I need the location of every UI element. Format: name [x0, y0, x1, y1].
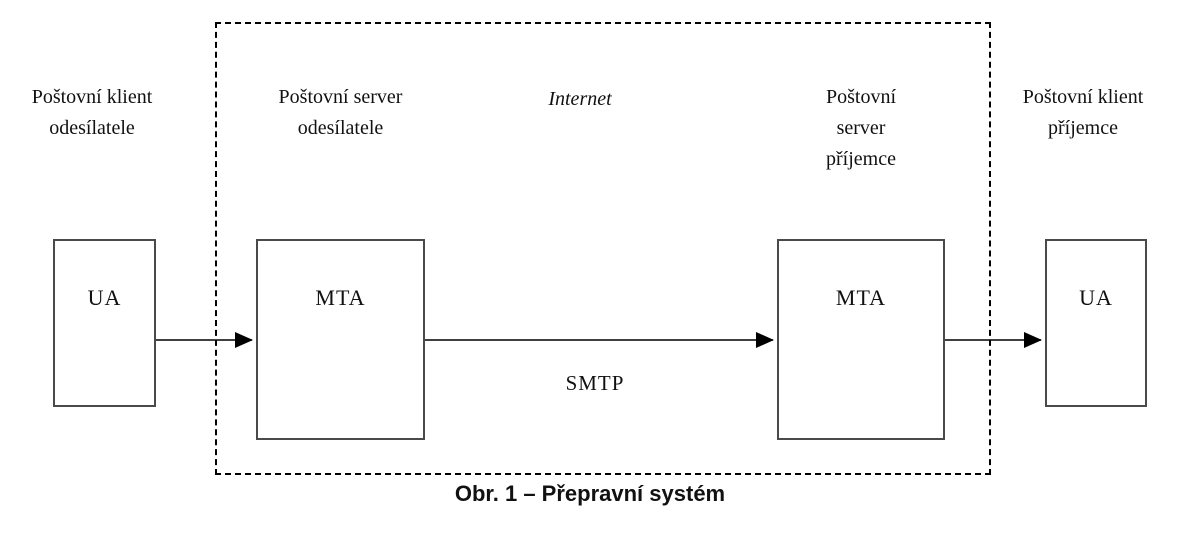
label-sender-server: Poštovní server odesílatele: [278, 86, 403, 139]
label-sender-client: Poštovní klient odesílatele: [31, 86, 153, 139]
figure-caption: Obr. 1 – Přepravní systém: [454, 481, 726, 506]
internet-boundary-box: [215, 22, 991, 475]
node-ua-receiver: UA: [1045, 239, 1147, 407]
node-mta-receiver-label: MTA: [835, 285, 887, 310]
label-receiver-server: Poštovní server příjemce: [825, 86, 897, 170]
label-receiver-client: Poštovní klient příjemce: [1022, 86, 1144, 139]
node-mta-sender-label: MTA: [315, 285, 366, 310]
node-ua-sender: UA: [53, 239, 156, 407]
node-ua-receiver-label: UA: [1079, 285, 1113, 310]
node-mta-sender: MTA: [256, 239, 425, 440]
label-smtp-protocol: SMTP: [565, 371, 625, 395]
node-ua-sender-label: UA: [87, 285, 122, 310]
node-mta-receiver: MTA: [777, 239, 945, 440]
label-internet: Internet: [548, 88, 612, 110]
